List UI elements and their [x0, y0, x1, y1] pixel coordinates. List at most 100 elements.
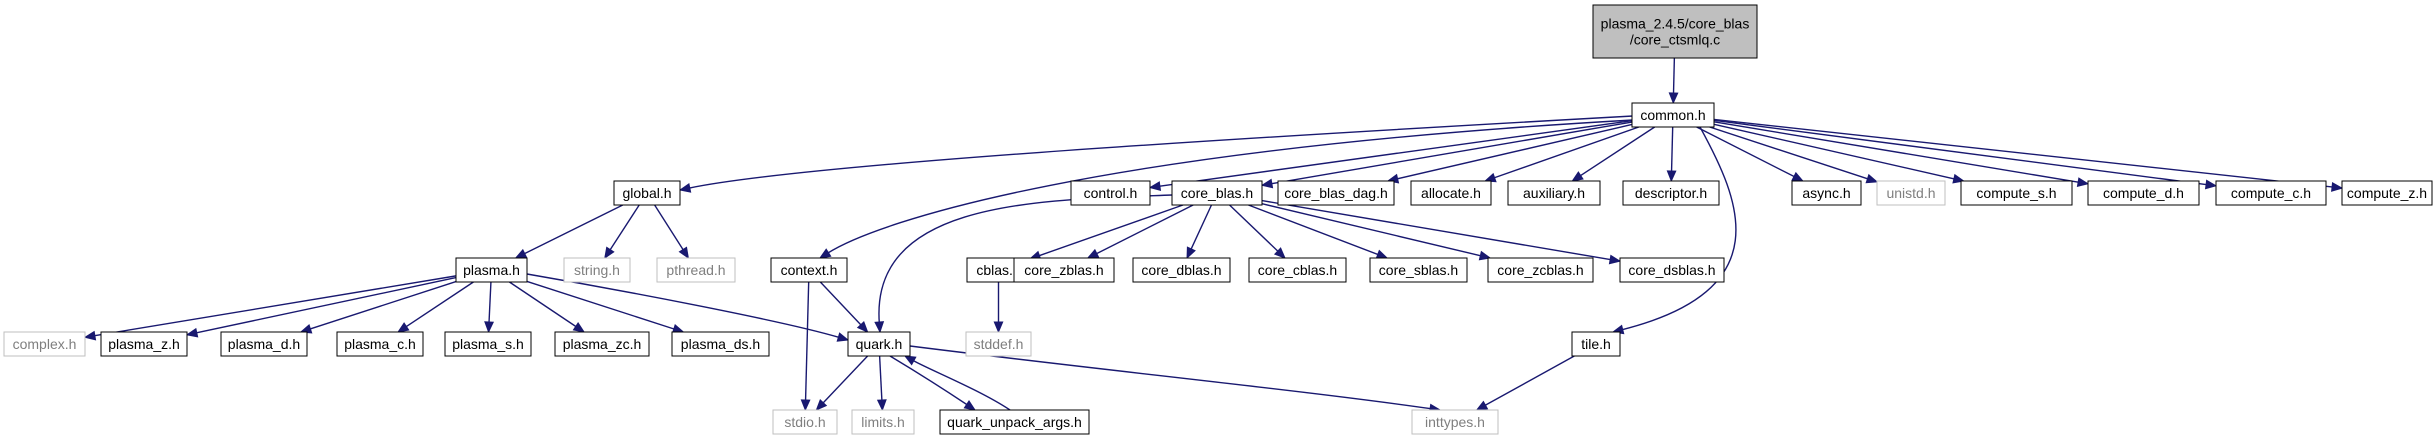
- node-compute-c[interactable]: compute_c.h: [2215, 180, 2327, 206]
- edge-plasma-to-complex-arrowhead: [83, 330, 97, 341]
- node-pthread-box: [656, 257, 736, 283]
- node-control[interactable]: control.h: [1070, 180, 1151, 206]
- edge-global-to-pthread: [654, 204, 690, 260]
- node-core-sblas-label: core_sblas.h: [1379, 262, 1458, 278]
- node-quark[interactable]: quark.h: [847, 331, 911, 357]
- edge-common-to-compute-z-arrowhead: [2331, 182, 2344, 192]
- edge-global-to-pthread-line: [654, 204, 685, 251]
- node-global[interactable]: global.h: [613, 180, 681, 206]
- edge-core-blas-to-core-zcblas-arrowhead: [1478, 250, 1492, 261]
- node-tile[interactable]: tile.h: [1571, 331, 1621, 357]
- node-plasma-zc[interactable]: plasma_zc.h: [554, 331, 650, 357]
- node-control-box: [1070, 180, 1151, 206]
- node-compute-z-label: compute_z.h: [2347, 185, 2427, 201]
- node-stddef[interactable]: stddef.h: [965, 331, 1032, 357]
- node-core-blas-label: core_blas.h: [1181, 185, 1253, 201]
- node-core-zcblas[interactable]: core_zcblas.h: [1487, 257, 1594, 283]
- node-core-dblas[interactable]: core_dblas.h: [1132, 257, 1231, 283]
- node-context[interactable]: context.h: [770, 257, 848, 283]
- edge-plasma-to-quark: [526, 273, 850, 342]
- edge-plasma-to-plasma-zc: [509, 281, 586, 333]
- edge-core-blas-to-core-zblas-arrowhead: [1086, 248, 1100, 259]
- edge-plasma-to-plasma-s: [484, 281, 495, 334]
- node-allocate[interactable]: allocate.h: [1410, 180, 1492, 206]
- edge-quark-unpack-to-quark: [903, 355, 1011, 411]
- node-global-box: [613, 180, 681, 206]
- node-compute-s[interactable]: compute_s.h: [1960, 180, 2073, 206]
- node-auxiliary[interactable]: auxiliary.h: [1507, 180, 1601, 206]
- node-root[interactable]: plasma_2.4.5/core_blas/core_ctsmlq.c: [1592, 4, 1758, 59]
- edge-common-to-core-blas-line: [1270, 121, 1633, 185]
- edge-quark-to-limits-line: [878, 355, 883, 402]
- edge-global-to-plasma-arrowhead: [514, 248, 528, 259]
- edge-core-blas-to-core-dsblas-line: [1261, 199, 1612, 261]
- edge-common-to-control: [1148, 119, 1633, 191]
- node-compute-d-box: [2087, 180, 2200, 206]
- edge-core-blas-to-core-zblas-line: [1095, 204, 1194, 255]
- node-compute-d[interactable]: compute_d.h: [2087, 180, 2200, 206]
- node-plasma-s[interactable]: plasma_s.h: [444, 331, 532, 357]
- edge-context-to-quark-line: [819, 281, 862, 326]
- node-quark-unpack[interactable]: quark_unpack_args.h: [939, 409, 1090, 435]
- node-tile-label: tile.h: [1581, 336, 1611, 352]
- edge-common-to-global-arrowhead: [678, 183, 692, 193]
- node-plasma-d-box: [220, 331, 308, 357]
- node-core-blas-dag-box: [1277, 180, 1395, 206]
- node-inttypes[interactable]: inttypes.h: [1411, 409, 1499, 435]
- node-core-dblas-box: [1132, 257, 1231, 283]
- node-plasma-z[interactable]: plasma_z.h: [100, 331, 188, 357]
- edge-common-to-unistd-arrowhead: [1865, 173, 1879, 184]
- edge-global-to-pthread-arrowhead: [678, 246, 690, 260]
- node-string[interactable]: string.h: [563, 257, 631, 283]
- node-plasma[interactable]: plasma.h: [455, 257, 528, 283]
- node-core-dsblas[interactable]: core_dsblas.h: [1619, 257, 1725, 283]
- node-core-blas-box: [1171, 180, 1263, 206]
- node-async[interactable]: async.h: [1791, 180, 1862, 206]
- node-common[interactable]: common.h: [1631, 102, 1715, 128]
- edge-common-to-compute-c-line: [1713, 119, 2208, 186]
- edge-common-to-compute-s-line: [1713, 123, 1956, 180]
- edge-tile-to-inttypes-arrowhead: [1475, 400, 1489, 411]
- node-complex[interactable]: complex.h: [3, 331, 86, 357]
- node-quark-label: quark.h: [856, 336, 903, 352]
- edge-plasma-to-plasma-zc-arrowhead: [572, 322, 586, 333]
- node-unistd[interactable]: unistd.h: [1876, 180, 1946, 206]
- edge-cblas-to-stddef-arrowhead: [993, 321, 1004, 334]
- node-plasma-ds[interactable]: plasma_ds.h: [671, 331, 770, 357]
- edge-common-to-compute-c: [1713, 119, 2218, 190]
- edge-quark-to-limits: [876, 355, 887, 412]
- edge-common-to-core-blas-arrowhead: [1260, 178, 1274, 189]
- edge-tile-to-inttypes-line: [1484, 355, 1575, 407]
- edge-common-to-auxiliary: [1571, 126, 1656, 182]
- node-stdio-label: stdio.h: [784, 414, 825, 430]
- node-stdio[interactable]: stdio.h: [772, 409, 838, 435]
- edge-core-blas-to-core-dsblas: [1261, 199, 1622, 265]
- node-plasma-ds-label: plasma_ds.h: [681, 336, 760, 352]
- edge-common-to-auxiliary-line: [1579, 126, 1656, 177]
- edge-common-to-compute-z: [1713, 118, 2344, 192]
- edge-common-to-tile-line: [1621, 126, 1737, 331]
- node-allocate-box: [1410, 180, 1492, 206]
- node-core-cblas[interactable]: core_cblas.h: [1248, 257, 1347, 283]
- node-core-cblas-box: [1248, 257, 1347, 283]
- node-compute-z[interactable]: compute_z.h: [2341, 180, 2433, 206]
- node-compute-s-box: [1960, 180, 2073, 206]
- node-pthread[interactable]: pthread.h: [656, 257, 736, 283]
- node-core-blas[interactable]: core_blas.h: [1171, 180, 1263, 206]
- node-limits[interactable]: limits.h: [851, 409, 915, 435]
- edge-global-to-plasma-line: [523, 204, 624, 255]
- node-quark-box: [847, 331, 911, 357]
- node-plasma-label: plasma.h: [463, 262, 520, 278]
- node-core-dsblas-box: [1619, 257, 1725, 283]
- node-compute-c-box: [2215, 180, 2327, 206]
- node-core-zblas[interactable]: core_zblas.h: [1013, 257, 1115, 283]
- node-core-sblas[interactable]: core_sblas.h: [1369, 257, 1468, 283]
- node-plasma-c[interactable]: plasma_c.h: [336, 331, 424, 357]
- node-plasma-d[interactable]: plasma_d.h: [220, 331, 308, 357]
- edge-quark-to-stdio-line: [822, 355, 869, 404]
- edge-quark-unpack-to-quark-arrowhead: [903, 355, 917, 366]
- node-async-label: async.h: [1802, 185, 1850, 201]
- node-descriptor[interactable]: descriptor.h: [1622, 180, 1720, 206]
- edge-core-blas-to-cblas-line: [1038, 204, 1184, 257]
- node-core-blas-dag[interactable]: core_blas_dag.h: [1277, 180, 1395, 206]
